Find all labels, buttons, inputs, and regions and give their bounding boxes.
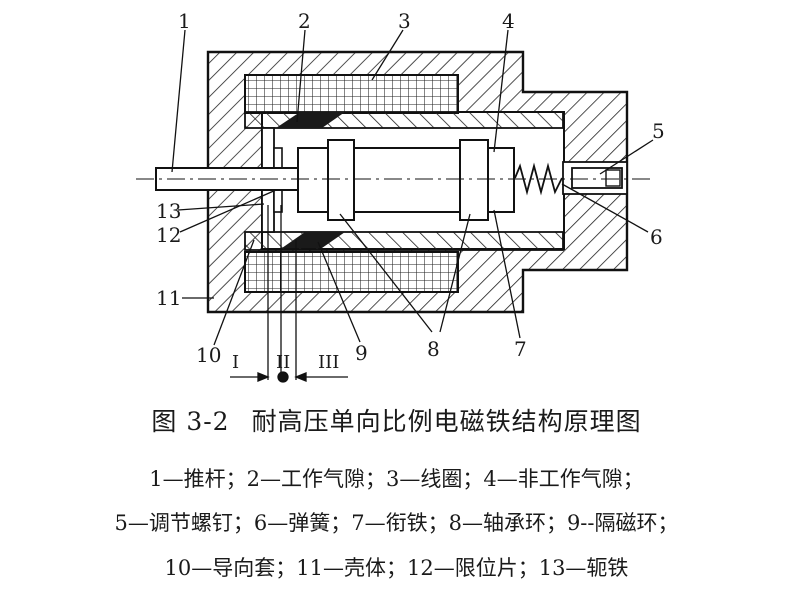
solenoid-cross-section-diagram: 1 2 3 4 5 6 7 8 9 10 11 12 13 I II III: [136, 9, 665, 383]
isolation-ring-bottom: [282, 232, 345, 248]
legend-line-1: 1—推杆；2—工作气隙；3—线圈；4—非工作气隙；: [149, 467, 644, 491]
label-7: 7: [514, 337, 527, 361]
zone-label-i: I: [232, 352, 239, 373]
zone-label-ii: II: [276, 352, 290, 373]
label-8: 8: [427, 337, 440, 361]
label-13: 13: [156, 199, 181, 223]
leader-lines: [171, 29, 654, 346]
label-1: 1: [178, 9, 191, 33]
figure-caption: 图 3-2 耐高压单向比例电磁铁结构原理图: [0, 402, 793, 438]
label-6: 6: [650, 225, 663, 249]
label-5: 5: [652, 119, 665, 143]
label-10: 10: [196, 343, 221, 367]
coil-bottom: [244, 251, 459, 293]
zone-label-iii: III: [318, 352, 339, 373]
label-11: 11: [156, 286, 181, 310]
coil-top: [244, 74, 459, 114]
label-12: 12: [156, 223, 181, 247]
figure-title: 耐高压单向比例电磁铁结构原理图: [251, 407, 642, 436]
legend-line-3: 10—导向套；11—壳体；12—限位片；13—轭铁: [164, 556, 629, 580]
label-9: 9: [355, 341, 368, 365]
isolation-ring-top: [276, 112, 345, 128]
label-3: 3: [398, 9, 411, 33]
armature: [297, 139, 515, 221]
spring: [514, 162, 563, 196]
legend-line-2: 5—调节螺钉；6—弹簧；7—衔铁；8—轴承环；9--隔磁环；: [114, 511, 679, 535]
figure-number: 图 3-2: [151, 407, 230, 436]
label-4: 4: [502, 9, 515, 33]
zone-boundaries: [230, 205, 348, 383]
label-2: 2: [298, 9, 311, 33]
